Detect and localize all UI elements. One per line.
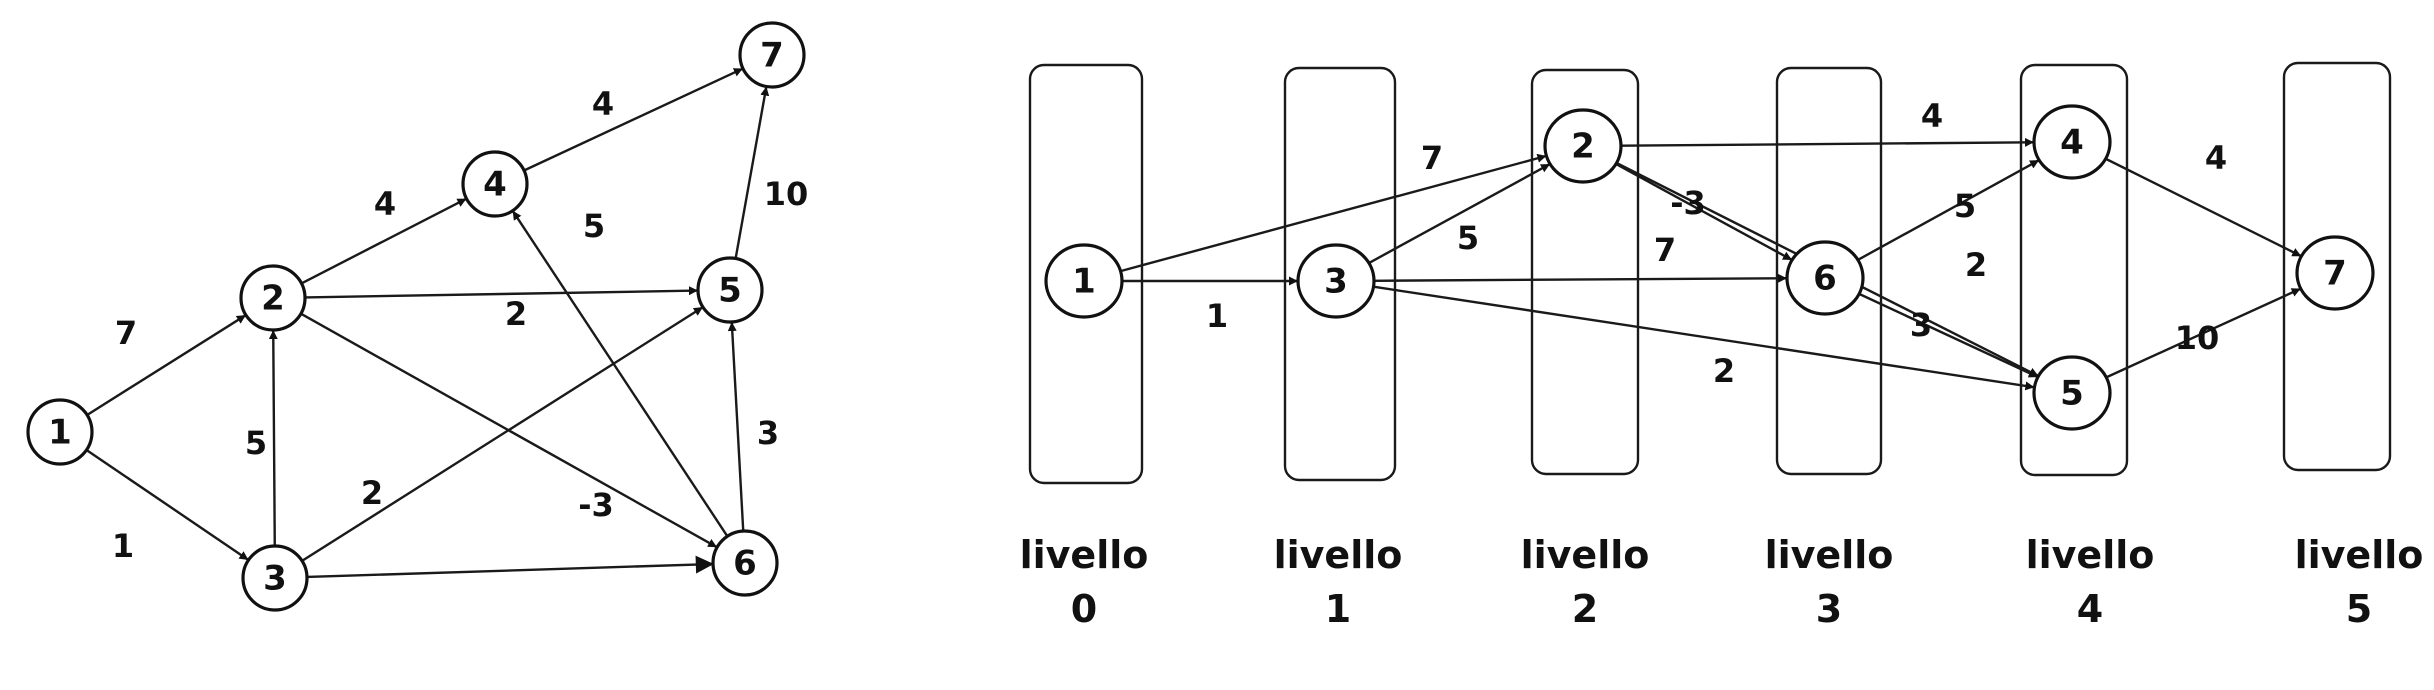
left-edge-4-7 [523,67,743,172]
right-edge-1-2 [1120,153,1547,273]
right-edge-2-4 [1620,137,2034,147]
right-edge-5-7 [2105,287,2301,379]
left-edge-3-5 [301,306,703,562]
left-node-3 [241,544,309,612]
right-edge-weight-1-2: 7 [1421,139,1443,177]
original-graph: 7 1 5 4 2 -3 2 4 5 3 10 1 2 3 4 5 6 7 [26,21,809,612]
right-edge-weight-3-2: 5 [1457,219,1479,257]
level-columns [1028,61,2392,485]
right-node-4 [2032,104,2112,180]
right-edge-weight-3-6: 7 [1654,231,1676,269]
left-node-7 [738,21,806,89]
left-node-1 [26,398,94,466]
left-edge-1-2 [86,314,246,416]
left-edge-2-5 [304,286,698,299]
level-word-2: livello [1521,533,1650,577]
right-node-label-6: 6 [1813,259,1837,299]
left-edge-weight-1-3: 1 [112,527,134,565]
left-node-6 [711,529,779,597]
left-node-5 [696,256,764,324]
left-edge-weight-2-4: 4 [374,185,396,223]
right-edge-weight-6-5: 3 [1910,306,1932,344]
level-number-4: 4 [2077,587,2103,631]
right-edge-weight-1-3: 1 [1206,297,1228,335]
level-number-3: 3 [1816,587,1842,631]
level-titles: livello 0 livello 1 livello 2 livello 3 livello 4… [1020,533,2424,631]
right-edge-6-4 [1857,159,2040,261]
right-node-2 [1543,108,1623,184]
left-node-label-1: 1 [48,413,72,453]
level-word-3: livello [1765,533,1894,577]
right-edge-weight-2-4: 4 [1921,97,1943,135]
right-edge-2-6 [1615,162,1792,261]
level-number-0: 0 [1071,587,1097,631]
right-edge-weight-2-6: -3 [1670,184,1706,222]
level-word-0: livello [1020,533,1149,577]
level-number-1: 1 [1325,587,1351,631]
left-edge-weight-6-4: 5 [583,207,605,245]
level-number-2: 2 [1572,587,1598,631]
right-edge-6-5 [1858,292,2038,378]
left-node-label-2: 2 [261,279,285,319]
right-node-1 [1044,243,1124,319]
left-node-4 [461,150,529,218]
right-edge-3-2 [1368,163,1550,265]
right-node-label-2: 2 [1571,127,1595,167]
left-edge-weight-1-2: 7 [115,314,137,352]
left-edge-weight-2-6: -3 [578,486,614,524]
left-edge-5-7 [734,86,770,259]
right-node-label-5: 5 [2060,374,2084,414]
left-node-label-6: 6 [733,544,757,584]
left-node-label-7: 7 [760,36,784,76]
right-edge-3-5 [1373,285,2035,391]
level-word-1: livello [1274,533,1403,577]
right-node-6 [1785,240,1865,316]
right-node-label-4: 4 [2060,123,2084,163]
left-edge-weight-2-5: 2 [505,295,527,333]
right-edge-weight-3-5: 2 [1713,352,1735,390]
left-edge-weight-4-7: 4 [592,85,614,123]
left-edge-weight-3-2: 5 [245,424,267,462]
right-node-5 [2032,355,2112,431]
right-edge-weight-2-5: 2 [1965,246,1987,284]
right-edge-4-7 [2105,157,2302,257]
right-node-label-3: 3 [1324,262,1348,302]
right-edge-weight-6-4: 5 [1954,187,1976,225]
left-edge-weight-3-5: 2 [361,474,383,512]
right-node-3 [1296,243,1376,319]
level-number-5: 5 [2346,587,2372,631]
level-word-4: livello [2026,533,2155,577]
left-node-label-3: 3 [263,559,287,599]
left-edge-2-4 [300,198,467,285]
right-node-label-1: 1 [1072,262,1096,302]
left-edge-weight-6-5: 3 [757,414,779,452]
left-node-label-4: 4 [483,165,507,205]
left-edge-weight-5-7: 10 [764,175,809,213]
left-node-2 [239,264,307,332]
left-edge-6-4 [512,210,729,537]
left-edge-1-3 [85,448,249,561]
right-node-7 [2295,235,2375,311]
right-edge-3-6 [1373,273,1787,283]
left-node-label-5: 5 [718,271,742,311]
left-edge-3-6 [306,555,714,579]
left-edge-6-5 [727,322,745,532]
right-edge-weight-5-7: 10 [2175,319,2220,357]
left-edge-3-2 [268,330,278,547]
level-word-5: livello [2295,533,2424,577]
right-node-label-7: 7 [2323,254,2347,294]
right-edge-weight-4-7: 4 [2205,139,2227,177]
leveled-edges: 7 1 5 4 2 -3 2 7 4 5 3 10 [1120,97,2302,391]
